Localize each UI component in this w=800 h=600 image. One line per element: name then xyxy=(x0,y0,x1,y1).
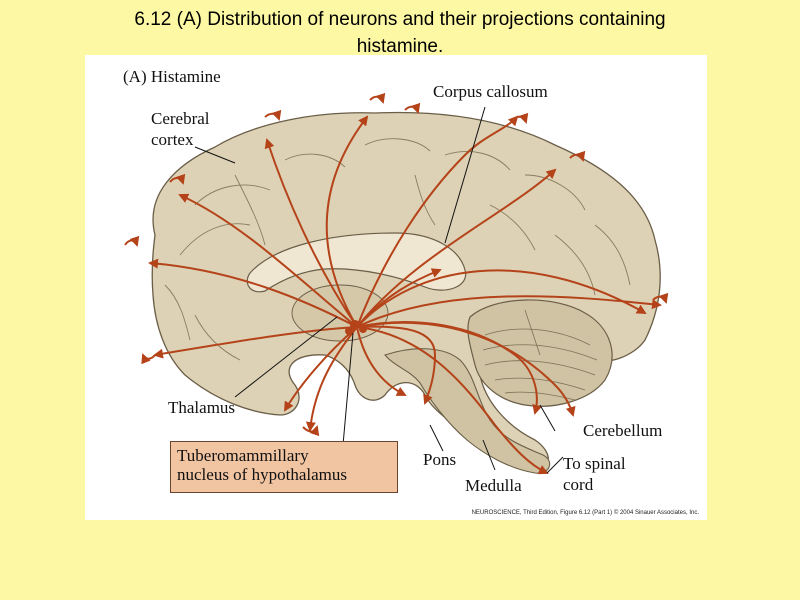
cerebellum-folia xyxy=(482,309,598,401)
histamine-figure: (A) Histamine Corpus callosum Cerebral c… xyxy=(85,55,707,520)
cortical-arrow-tips xyxy=(124,92,669,437)
slide-title: 6.12 (A) Distribution of neurons and the… xyxy=(60,6,740,60)
projection-occipital xyxy=(356,269,647,328)
label-cerebral-cortex-line1: Cerebral xyxy=(151,109,210,128)
projection-anterior-ventral xyxy=(153,326,358,359)
label-tuberomammillary-line1: Tuberomammillary xyxy=(177,446,309,465)
label-thalamus: Thalamus xyxy=(168,398,236,417)
label-tuberomammillary-line2: nucleus of hypothalamus xyxy=(177,465,347,484)
label-to-spinal-cord-line1: To spinal xyxy=(563,454,626,473)
label-leader-lines xyxy=(194,106,564,474)
projection-temporal xyxy=(356,326,407,396)
histamine-projections xyxy=(148,115,662,475)
label-corpus-callosum: Corpus callosum xyxy=(433,82,548,101)
figure-credit: NEUROSCIENCE, Third Edition, Figure 6.12… xyxy=(471,510,699,516)
label-pons: Pons xyxy=(423,450,457,469)
projection-brainstem xyxy=(356,325,437,405)
projection-to-frontal-cortex xyxy=(178,193,358,328)
projection-posterior-pole xyxy=(356,295,662,328)
panel-title: (A) Histamine xyxy=(123,67,221,86)
cerebellum-shape xyxy=(467,299,613,407)
projection-to-callosum-tip xyxy=(356,268,442,328)
label-medulla: Medulla xyxy=(465,476,522,495)
corpus-callosum-shape xyxy=(246,232,467,293)
projection-to-frontal-pole xyxy=(148,258,358,328)
projection-cerebellar-deep xyxy=(356,321,576,417)
tuberomammillary-neurons xyxy=(345,320,367,335)
slide-title-line-1: 6.12 (A) Distribution of neurons and the… xyxy=(134,9,666,30)
brain-illustration xyxy=(124,92,669,475)
projection-to-cerebral-cortex xyxy=(264,138,358,328)
label-cerebral-cortex-line2: cortex xyxy=(151,130,194,149)
slide-title-line-2: histamine. xyxy=(356,36,444,57)
label-cerebellum: Cerebellum xyxy=(583,421,663,440)
projection-parietal xyxy=(356,168,557,328)
brain-outline xyxy=(151,111,661,466)
label-to-spinal-cord-line2: cord xyxy=(563,475,594,494)
projection-ventral-anterior xyxy=(305,326,358,432)
projection-arc-upper xyxy=(325,115,369,328)
tuberomammillary-callout: Tuberomammillary nucleus of hypothalamus xyxy=(170,441,398,493)
projection-over-callosum xyxy=(356,115,519,328)
projection-to-spinal-cord xyxy=(356,326,549,475)
projection-basal-forebrain xyxy=(283,326,358,412)
